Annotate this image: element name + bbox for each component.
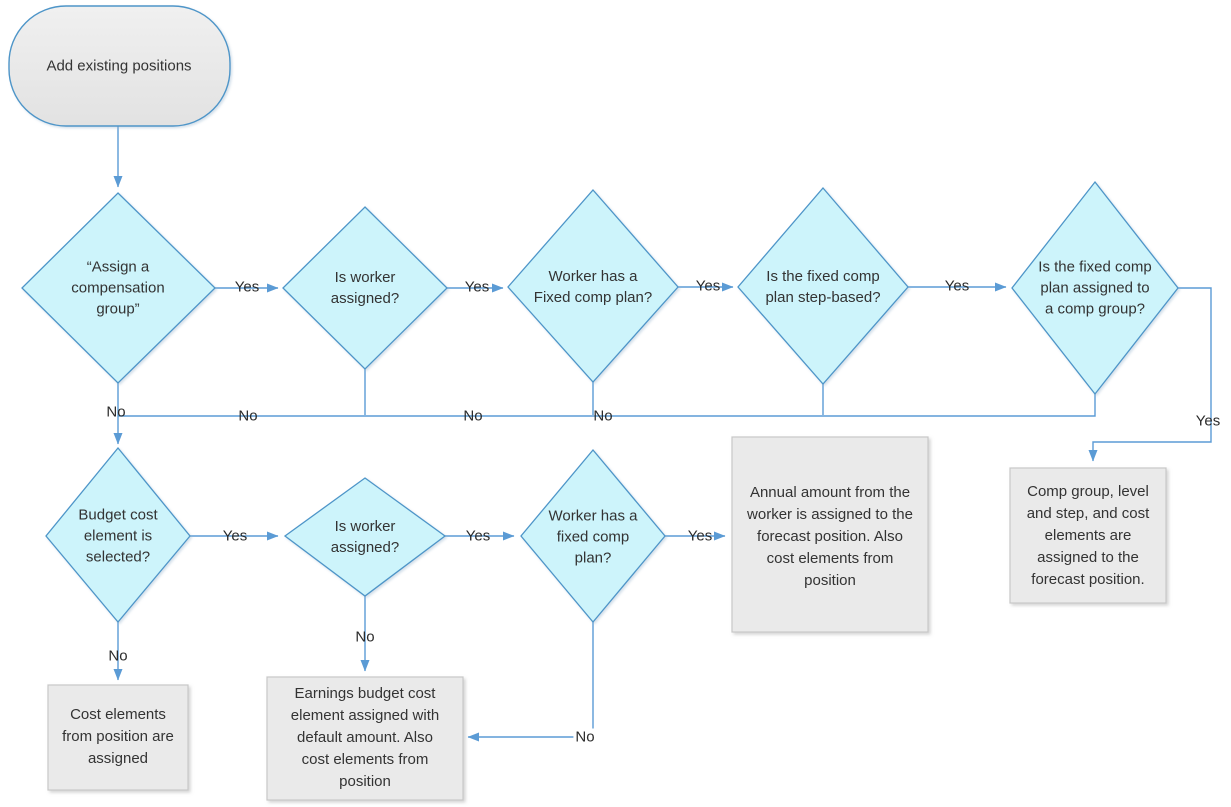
box-annual-amount xyxy=(731,436,929,633)
decision-has-fixed-comp-plan-1 xyxy=(507,189,679,383)
decision-plan-assigned-comp-group xyxy=(1011,180,1179,396)
edge-no-trunk xyxy=(118,394,1096,417)
edge-yes-plan-comp-group-to-comp-group-box xyxy=(1088,287,1212,462)
decision-plan-step-based xyxy=(737,187,909,385)
decision-worker-assigned-1 xyxy=(282,206,448,370)
box-earnings-budget xyxy=(266,676,464,801)
box-comp-group-assigned xyxy=(1009,467,1167,604)
box-cost-elements-assigned xyxy=(47,684,189,791)
decision-budget-cost-element xyxy=(45,446,191,624)
edge-no-fixed-plan-2-to-earnings-box xyxy=(467,622,594,742)
start-terminator-shape xyxy=(8,5,231,127)
decision-worker-assigned-2 xyxy=(283,477,447,597)
decision-has-fixed-comp-plan-2 xyxy=(520,448,666,624)
decision-assign-comp-group xyxy=(21,192,216,384)
